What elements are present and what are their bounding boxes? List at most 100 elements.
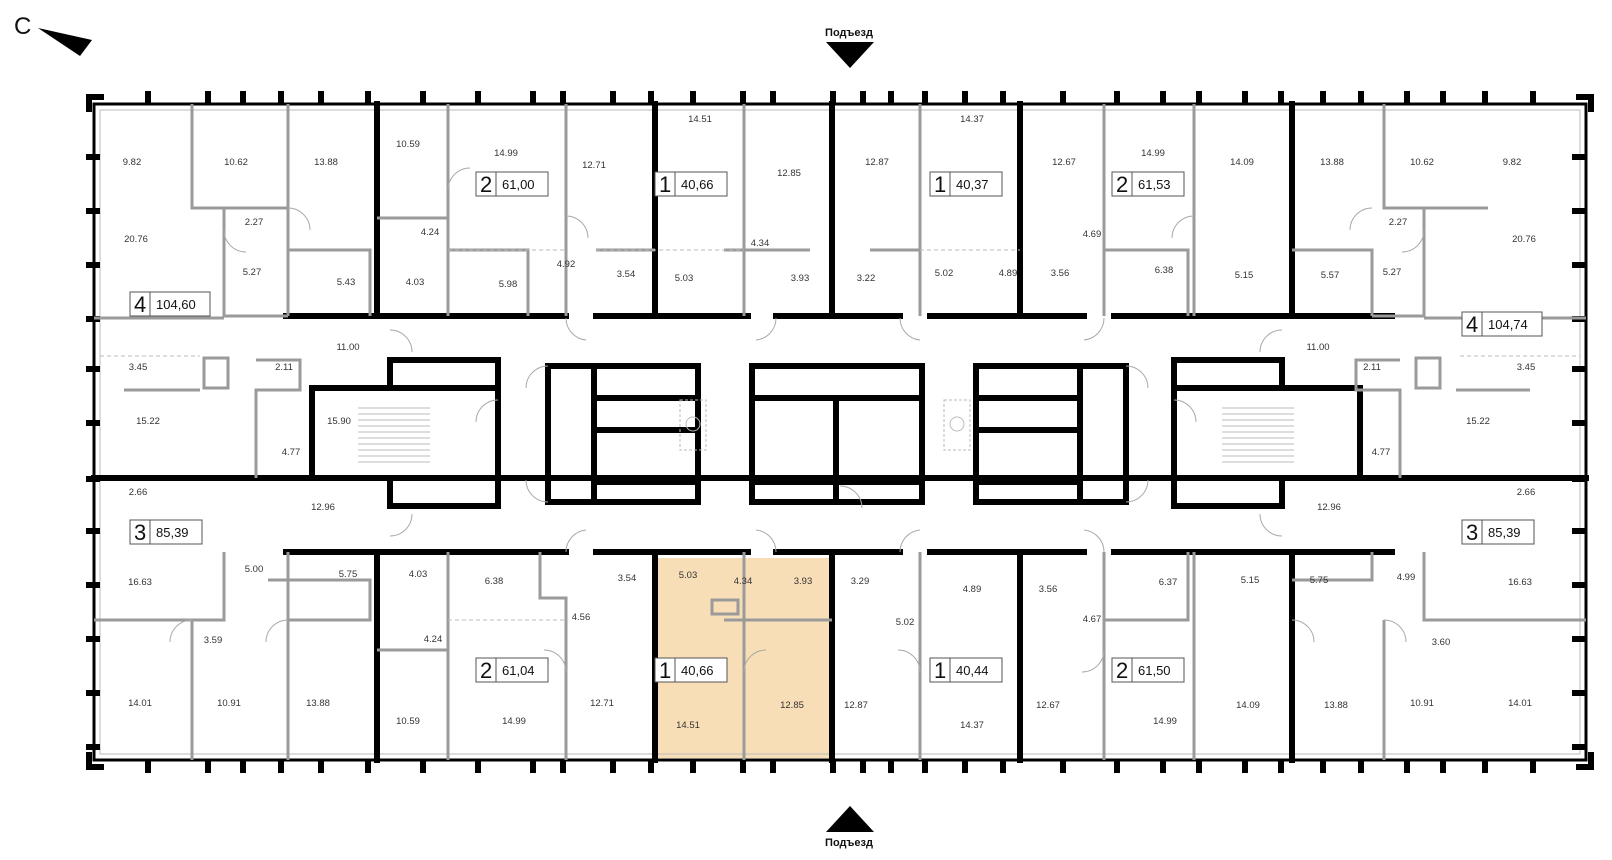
apartment-area: 85,39 [1488,525,1521,540]
apartment-area: 104,60 [156,297,196,312]
apartment-rooms: 2 [1116,658,1128,683]
room-area-label: 4.92 [557,259,576,270]
apartment-rooms: 1 [934,658,946,683]
apartment-label-box [129,519,203,545]
room-area-label: 14.99 [1141,148,1165,159]
entrance-label-top: Подъезд [825,27,873,39]
room-area-label: 2.66 [1517,487,1536,498]
apartment-label-box [654,657,728,683]
room-area-label: 14.99 [494,148,518,159]
room-area-label: 4.34 [751,238,770,249]
apartment-area: 40,66 [681,663,714,678]
entrance-label-bottom: Подъезд [825,837,873,849]
apartment-area: 40,37 [956,177,989,192]
room-area-label: 14.09 [1236,700,1260,711]
apartment-area: 61,53 [1138,177,1171,192]
apartment-area: 40,66 [681,177,714,192]
room-area-label: 14.01 [128,698,152,709]
room-area-label: 3.22 [857,273,876,284]
room-area-label: 4.34 [734,576,753,587]
room-area-label: 12.96 [1317,502,1341,513]
room-area-label: 4.03 [406,277,425,288]
apartment-rooms: 1 [934,172,946,197]
apartment-rooms: 1 [659,172,671,197]
room-area-label: 14.37 [960,114,984,125]
room-area-label: 10.59 [396,139,420,150]
room-area-label: 5.03 [675,273,694,284]
apartment-area: 85,39 [156,525,189,540]
outer-walls [86,94,1594,770]
room-area-label: 5.75 [339,569,358,580]
room-area-label: 3.59 [204,635,223,646]
apartment-label-box [1461,519,1535,545]
room-area-label: 6.38 [1155,265,1174,276]
room-area-label: 5.03 [679,570,698,581]
room-area-label: 5.00 [245,564,264,575]
apartment-area: 61,04 [502,663,535,678]
apartment-area: 104,74 [1488,317,1528,332]
room-area-label: 5.75 [1310,575,1329,586]
entrance-arrow-bottom-icon [826,806,874,832]
room-area-label: 3.56 [1051,268,1070,279]
room-area-label: 6.38 [485,576,504,587]
room-area-label: 5.57 [1321,270,1340,281]
room-area-label: 14.37 [960,720,984,731]
structural-walls [91,101,1589,763]
door-swings [169,167,1425,673]
room-area-label: 3.54 [618,573,637,584]
apartment-label-box [1461,311,1543,337]
apartment-rooms: 3 [1466,520,1478,545]
room-area-label: 3.54 [617,269,636,280]
room-area-label: 20.76 [1512,234,1536,245]
apartment-label-box [475,657,549,683]
room-area-label: 3.93 [791,273,810,284]
room-area-label: 5.02 [935,268,954,279]
room-area-label: 14.09 [1230,157,1254,168]
room-area-label: 12.85 [777,168,801,179]
room-area-label: 15.22 [136,416,160,427]
room-area-label: 4.89 [963,584,982,595]
room-area-label: 4.77 [282,447,301,458]
apartment-rooms: 2 [480,172,492,197]
room-area-label: 4.99 [1397,572,1416,583]
room-area-label: 12.87 [865,157,889,168]
room-area-label: 14.99 [502,716,526,727]
room-area-label: 9.82 [1503,157,1522,168]
room-area-label: 15.90 [327,416,351,427]
room-area-label: 12.96 [311,502,335,513]
apartment-label-box [1111,657,1185,683]
room-area-label: 3.29 [851,576,870,587]
apartment-area: 61,50 [1138,663,1171,678]
room-area-label: 12.71 [582,160,606,171]
apartment-label-box [475,171,549,197]
room-area-label: 2.66 [129,487,148,498]
room-area-label: 13.88 [306,698,330,709]
room-area-label: 2.11 [275,362,293,373]
north-arrow-icon [38,28,92,56]
apartment-rooms: 1 [659,658,671,683]
room-area-label: 10.59 [396,716,420,727]
room-area-label: 3.93 [794,576,813,587]
room-area-label: 11.00 [336,342,359,353]
room-area-label: 20.76 [124,234,148,245]
room-area-label: 4.24 [421,227,440,238]
room-area-label: 4.03 [409,569,428,580]
apartment-label-box [129,291,211,317]
room-area-label: 5.15 [1241,575,1260,586]
room-area-label: 12.71 [590,698,614,709]
apartment-rooms: 2 [480,658,492,683]
